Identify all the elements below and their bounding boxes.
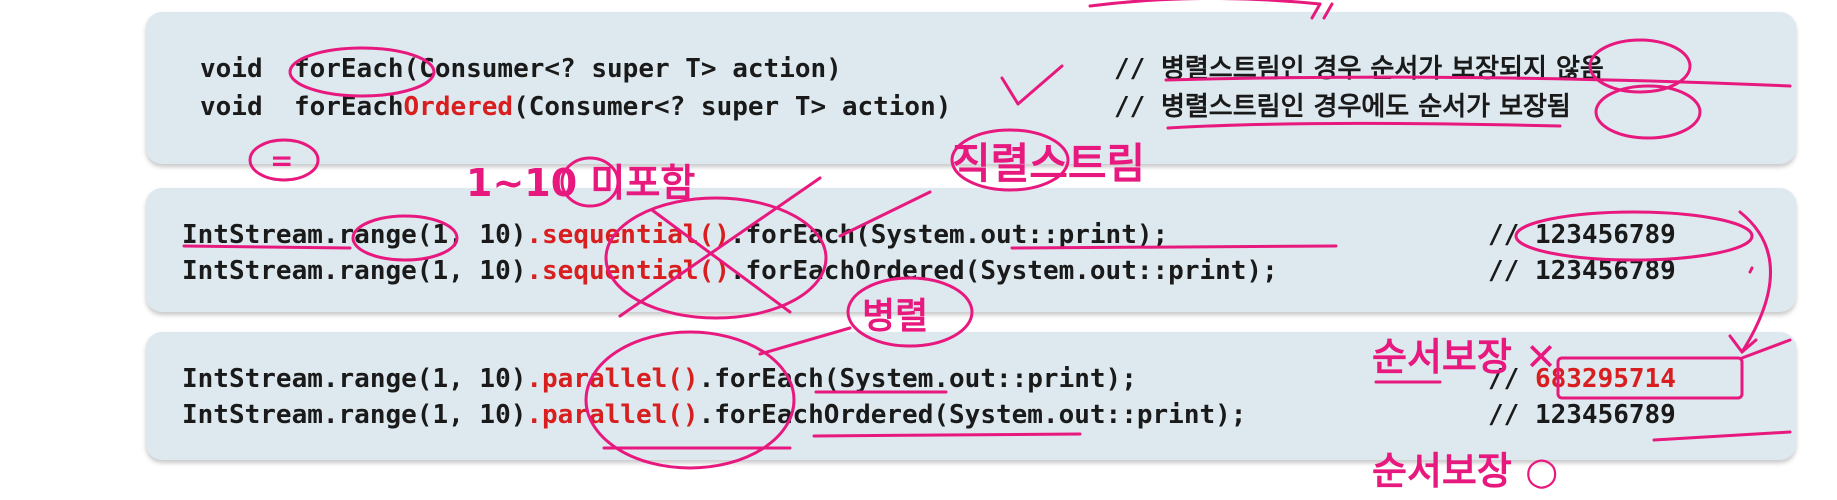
method-name: forEach [293, 92, 404, 122]
comment-text: 병렬스트림인 경우 순서가 보장되지 않음 [1160, 54, 1604, 84]
signature-panel: void forEach(Consumer<? super T> action)… [146, 12, 1796, 164]
parallel-panel: IntStream.range(1, 10).parallel().forEac… [146, 332, 1796, 460]
foreach-comment: // 병렬스트림인 경우 순서가 보장되지 않음 [1114, 54, 1604, 84]
unordered-output-value: 683295714 [1534, 364, 1676, 394]
sequential-foreachordered-line: IntStream.range(1, 10).sequential().forE… [182, 256, 1278, 286]
sequential-foreach-line: IntStream.range(1, 10).sequential().forE… [182, 220, 1169, 250]
parallel-foreachordered-output: // 123456789 [1488, 400, 1676, 430]
sequential-call: .sequential() [526, 256, 730, 286]
method-params: (Consumer<? super T> action) [403, 54, 842, 84]
sequential-panel: IntStream.range(1, 10).sequential().forE… [146, 188, 1796, 312]
return-type: void [200, 92, 263, 122]
parallel-foreachordered-line: IntStream.range(1, 10).parallel().forEac… [182, 400, 1247, 430]
foreach-signature: void forEach(Consumer<? super T> action) [200, 52, 842, 86]
parallel-call: .parallel() [526, 400, 699, 430]
sequential-foreachordered-output: // 123456789 [1488, 256, 1676, 286]
foreach-ordered-signature: void forEachOrdered(Consumer<? super T> … [200, 90, 951, 124]
comment-text: 병렬스트림인 경우에도 순서가 보장됨 [1160, 92, 1571, 122]
parallel-call: .parallel() [526, 364, 699, 394]
sequential-foreach-output: // 123456789 [1488, 220, 1676, 250]
method-params: (Consumer<? super T> action) [513, 92, 952, 122]
parallel-foreach-line: IntStream.range(1, 10).parallel().forEac… [182, 364, 1137, 394]
method-name-highlight: Ordered [403, 92, 514, 122]
method-name: forEach [293, 54, 404, 84]
sequential-call: .sequential() [526, 220, 730, 250]
parallel-foreach-output: // 683295714 [1488, 364, 1676, 394]
foreach-ordered-comment: // 병렬스트림인 경우에도 순서가 보장됨 [1114, 92, 1571, 122]
return-type: void [200, 54, 263, 84]
ink-top-arc [1088, 0, 1322, 8]
